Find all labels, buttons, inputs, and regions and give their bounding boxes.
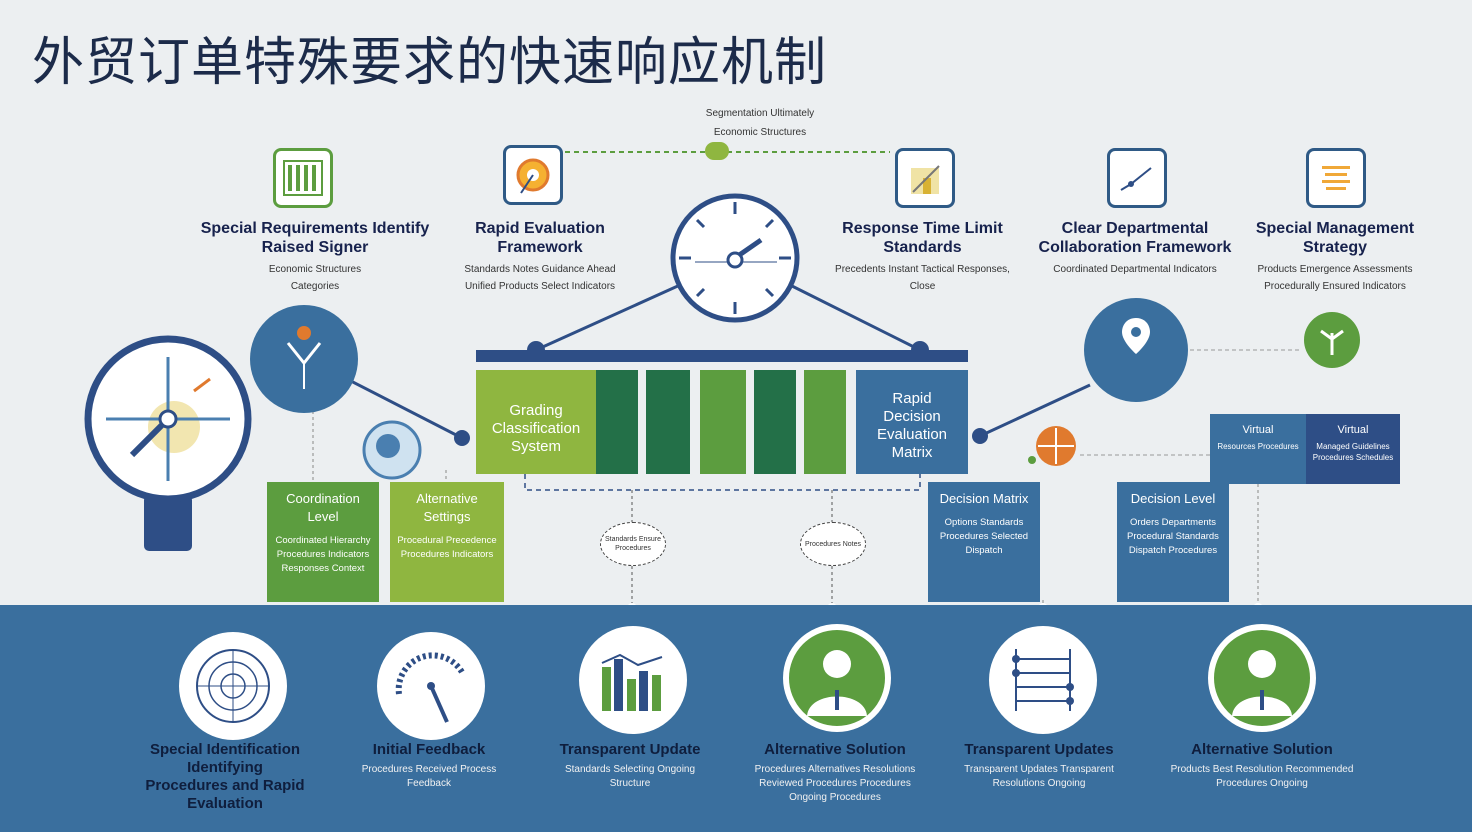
coordination-level-box: Coordination Level Coordinated Hierarchy… — [267, 482, 379, 602]
evaluation-matrix-block: Rapid Decision Evaluation Matrix — [856, 370, 968, 474]
grading-classification-label: Grading Classification System — [491, 402, 581, 455]
bottom-item-2: Initial Feedback Procedures Received Pro… — [319, 741, 539, 791]
bottom-item-sub: Procedures Received Process Feedback — [361, 764, 497, 789]
bottom-item-sub: Transparent Updates Transparent Resoluti… — [964, 764, 1114, 789]
top-note-line1: Segmentation Ultimately — [705, 108, 815, 119]
radar-icon — [179, 632, 287, 740]
spreadsheet-icon — [273, 148, 333, 208]
compass-icon — [84, 335, 252, 551]
top-item-sub: Coordinated Departmental Indicators — [1053, 264, 1217, 275]
person-icon — [1208, 624, 1316, 732]
clock-icon — [670, 193, 800, 323]
box-sub: Orders Departments Procedural Standards … — [1127, 517, 1219, 556]
box-title: Virtual — [1337, 424, 1369, 436]
bottom-item-5: Transparent Updates Transparent Updates … — [929, 741, 1149, 791]
green-bar — [646, 370, 690, 474]
green-bar — [804, 370, 846, 474]
top-item-4: Clear Departmental Collaboration Framewo… — [1035, 219, 1235, 278]
top-item-2: Rapid Evaluation Framework Standards Not… — [450, 219, 630, 295]
abacus-icon — [989, 626, 1097, 734]
top-item-title: Special Management Strategy — [1255, 220, 1415, 256]
bottom-item-sub: Standards Selecting Ongoing Structure — [564, 764, 696, 789]
top-item-sub: Standards Notes Guidance Ahead Unified P… — [464, 264, 616, 292]
top-item-title: Rapid Evaluation Framework — [475, 220, 605, 256]
top-item-1: Special Requirements Identify Raised Sig… — [195, 219, 435, 295]
chart-icon — [895, 148, 955, 208]
top-item-sub: Precedents Instant Tactical Responses, C… — [835, 264, 1010, 292]
grading-classification-block: Grading Classification System — [476, 370, 596, 474]
box-title: Alternative Settings — [416, 491, 478, 524]
bottom-item-title: Transparent Update — [559, 741, 701, 758]
decision-level-box: Decision Level Orders Departments Proced… — [1117, 482, 1229, 602]
box-sub: Coordinated Hierarchy Procedures Indicat… — [275, 535, 371, 574]
box-title: Decision Matrix — [939, 491, 1029, 506]
note-bubble: Procedures Notes — [800, 522, 866, 566]
target-icon — [503, 145, 563, 205]
tool-globe-icon — [1028, 426, 1076, 466]
top-item-title: Special Requirements Identify Raised Sig… — [200, 220, 430, 256]
bottom-item-title: Transparent Updates — [964, 741, 1114, 758]
top-note: Segmentation Ultimately Economic Structu… — [680, 104, 840, 142]
box-sub: Resources Procedures — [1217, 442, 1299, 451]
page-title: 外贸订单特殊要求的快速响应机制 — [32, 34, 828, 92]
evaluation-matrix-label: Rapid Decision Evaluation Matrix — [876, 390, 948, 461]
bottom-item-sub: Procedures Alternatives Resolutions Revi… — [754, 764, 916, 803]
bottom-item-sub: Products Best Resolution Recommended Pro… — [1170, 764, 1354, 789]
box-title: Coordination Level — [286, 491, 360, 524]
decision-matrix-box: Decision Matrix Options Standards Proced… — [928, 482, 1040, 602]
bottom-item-title: Initial Feedback — [372, 741, 486, 758]
bottom-item-6: Alternative Solution Products Best Resol… — [1152, 741, 1372, 791]
top-item-title: Response Time Limit Standards — [842, 220, 1003, 256]
person-icon — [783, 624, 891, 732]
location-circle-icon — [250, 305, 358, 413]
bottom-item-4: Alternative Solution Procedures Alternat… — [725, 741, 945, 805]
virtual-box-1: Virtual Resources Procedures — [1210, 414, 1306, 484]
plant-icon — [1304, 312, 1360, 368]
green-bar — [754, 370, 796, 474]
green-bar — [596, 370, 638, 474]
top-item-5: Special Management Strategy Products Eme… — [1240, 219, 1430, 295]
box-sub: Options Standards Procedures Selected Di… — [939, 517, 1029, 556]
bottom-item-1: Special Identification Identifying Proce… — [115, 741, 335, 817]
globe-icon — [362, 420, 422, 480]
top-note-line2: Economic Structures — [713, 127, 807, 138]
box-title: Virtual — [1242, 424, 1274, 436]
top-item-sub: Products Emergence Assessments Procedura… — [1257, 264, 1413, 292]
note-bubble: Standards Ensure Procedures — [600, 522, 666, 566]
box-sub: Procedural Precedence Procedures Indicat… — [397, 535, 497, 560]
list-icon — [1306, 148, 1366, 208]
bottom-item-3: Transparent Update Standards Selecting O… — [520, 741, 740, 791]
map-pin-circle-icon — [1084, 298, 1188, 402]
top-item-3: Response Time Limit Standards Precedents… — [830, 219, 1015, 295]
bar-chart-icon — [579, 626, 687, 734]
box-sub: Managed Guidelines Procedures Schedules — [1312, 442, 1394, 462]
virtual-box-2: Virtual Managed Guidelines Procedures Sc… — [1306, 414, 1400, 484]
top-item-title: Clear Departmental Collaboration Framewo… — [1038, 220, 1232, 256]
alternative-settings-box: Alternative Settings Procedural Preceden… — [390, 482, 504, 602]
green-bar — [700, 370, 746, 474]
dial-icon — [377, 632, 485, 740]
box-title: Decision Level — [1130, 491, 1216, 506]
bottom-item-title: Alternative Solution — [1191, 741, 1333, 758]
top-item-sub: Economic Structures Categories — [268, 264, 362, 292]
bottom-item-title: Alternative Solution — [764, 741, 906, 758]
line-graph-icon — [1107, 148, 1167, 208]
bottom-item-title: Special Identification Identifying Proce… — [145, 741, 305, 812]
